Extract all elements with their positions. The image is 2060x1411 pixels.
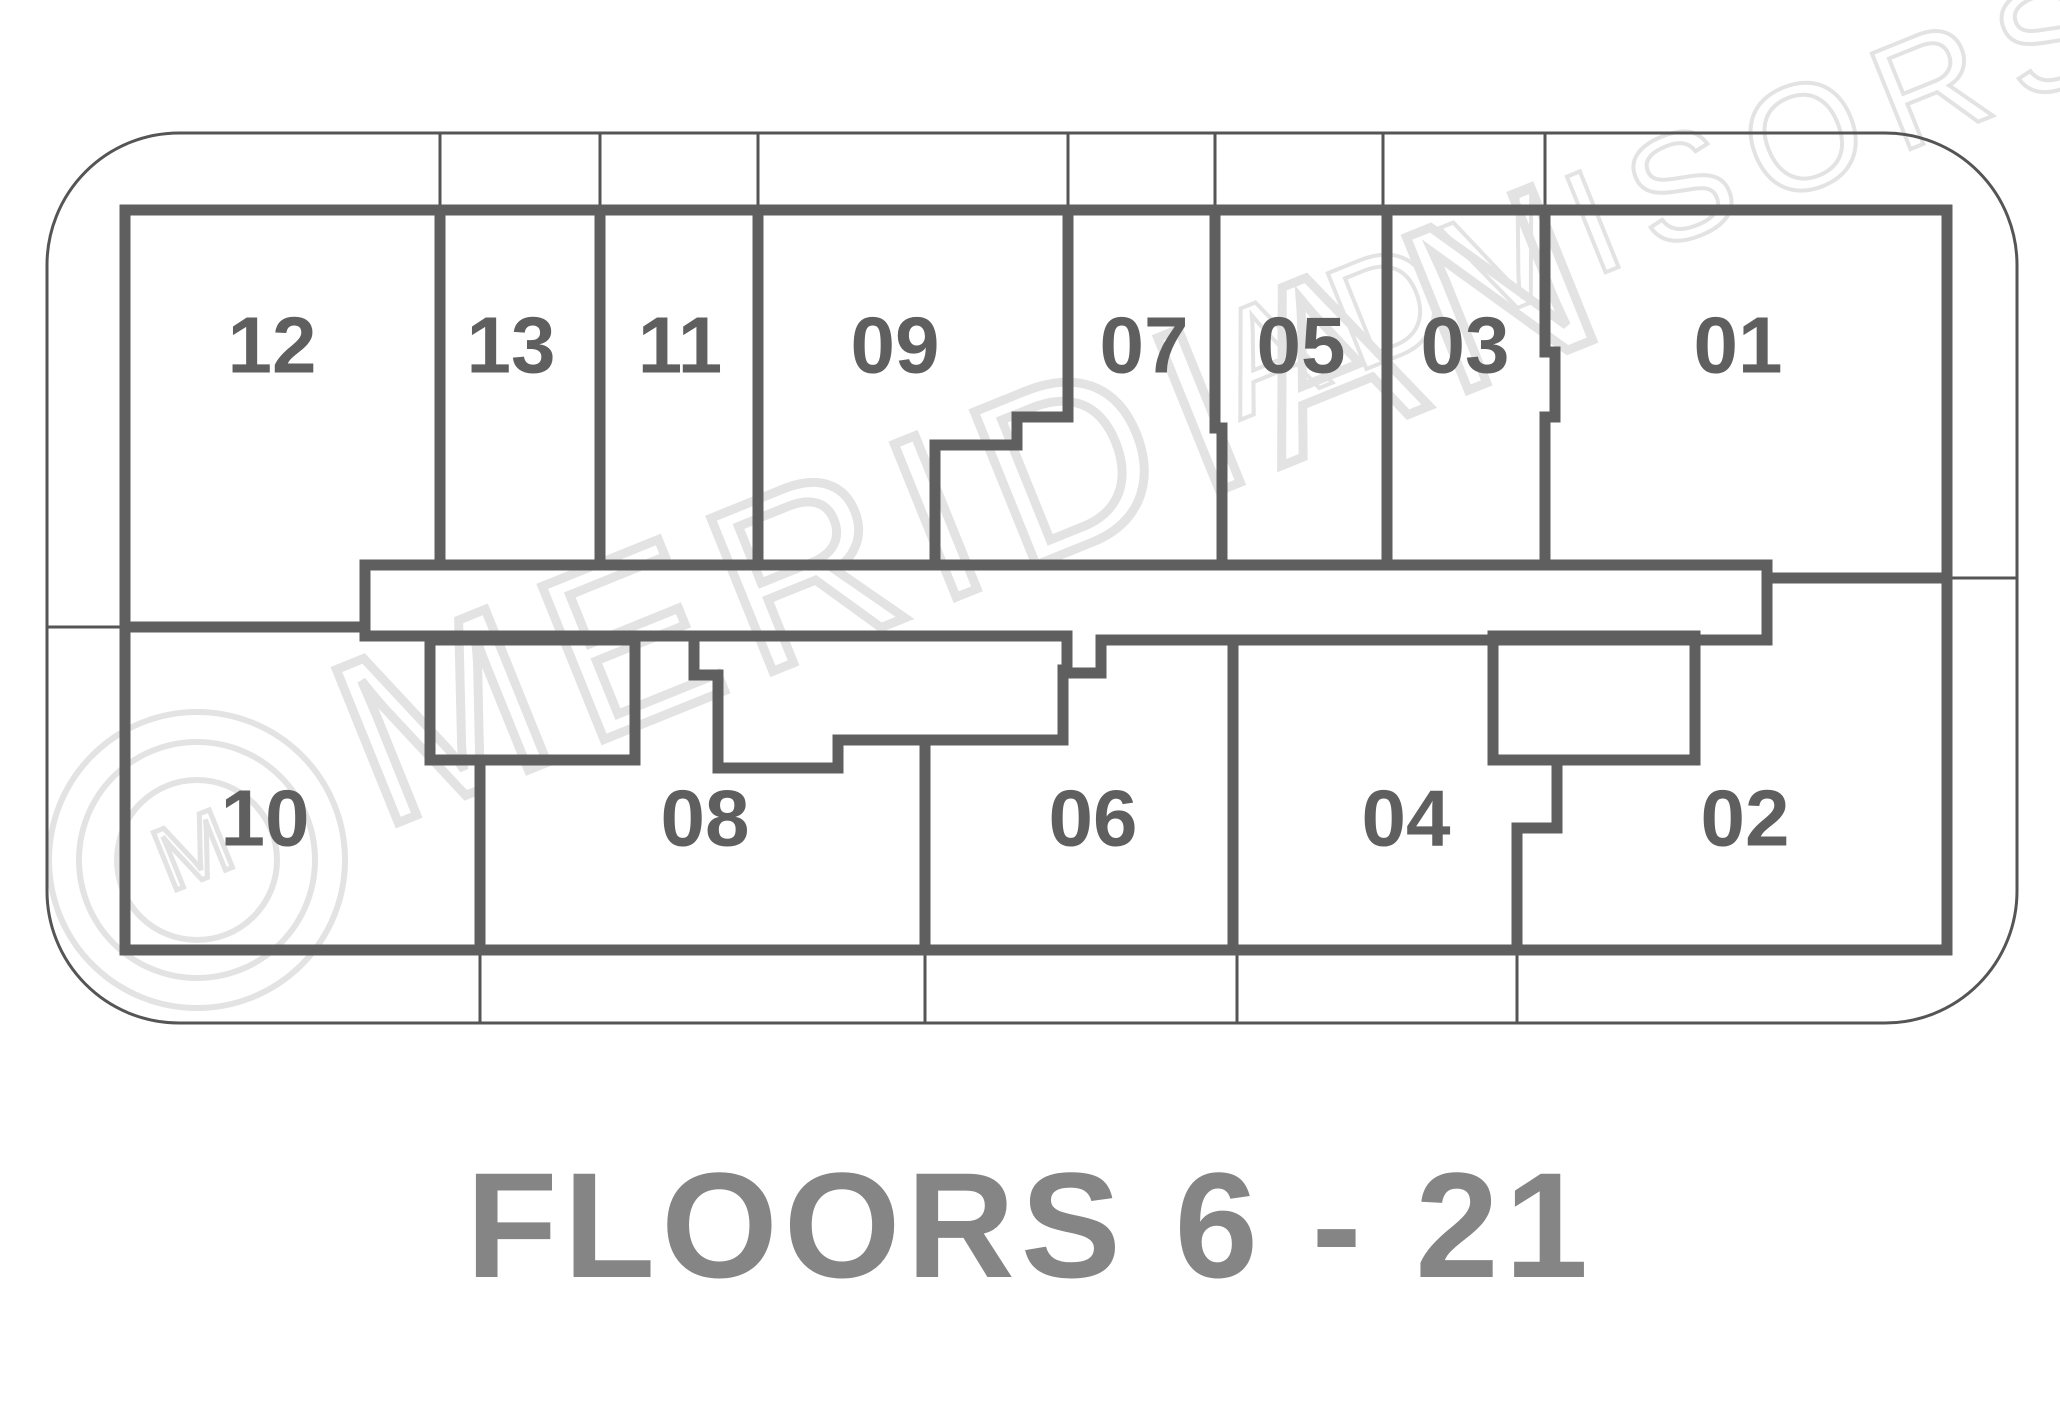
unit-label-11: 11 bbox=[638, 301, 723, 390]
unit-label-07: 07 bbox=[1100, 301, 1189, 390]
unit-label-08: 08 bbox=[661, 774, 750, 863]
floor-range-title: FLOORS 6 - 21 bbox=[465, 1141, 1595, 1309]
unit-labels: 12 13 11 09 07 05 03 01 10 08 06 04 02 bbox=[221, 301, 1790, 863]
unit-label-03: 03 bbox=[1421, 301, 1510, 390]
unit-walls bbox=[119, 204, 1953, 956]
unit-label-04: 04 bbox=[1362, 774, 1451, 863]
unit-label-10: 10 bbox=[221, 774, 310, 863]
unit-label-13: 13 bbox=[467, 301, 556, 390]
balcony-lines bbox=[47, 133, 2017, 1023]
unit-label-09: 09 bbox=[851, 301, 940, 390]
unit-label-12: 12 bbox=[228, 301, 317, 390]
unit-label-01: 01 bbox=[1694, 301, 1783, 390]
unit-label-06: 06 bbox=[1049, 774, 1138, 863]
unit-label-02: 02 bbox=[1701, 774, 1790, 863]
unit-label-05: 05 bbox=[1257, 301, 1346, 390]
